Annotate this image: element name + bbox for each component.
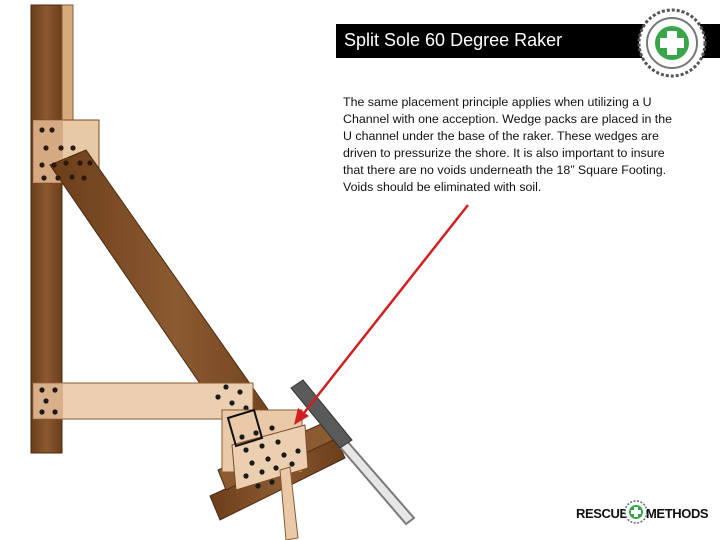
top-gusset-nails — [39, 127, 93, 181]
bottom-brace — [32, 382, 254, 420]
logo-left-word: RESCUE — [576, 506, 628, 521]
rescue-methods-logo: RESCUE METHODS — [576, 498, 709, 530]
logo-cross-icon — [624, 500, 648, 524]
wall-plate-light-edge — [61, 4, 74, 136]
logo-right-word: METHODS — [646, 506, 709, 521]
slide-title: Split Sole 60 Degree Raker — [344, 30, 563, 50]
body-text: The same placement principle applies whe… — [343, 94, 683, 196]
body-paragraph: The same placement principle applies whe… — [343, 95, 673, 194]
u-channel — [226, 408, 264, 448]
wall-plate — [30, 4, 63, 454]
sole-nails — [239, 425, 301, 489]
support-leg — [279, 466, 299, 540]
arrow-icon — [294, 204, 469, 425]
badge-icon — [637, 8, 707, 78]
channel-top-bar — [290, 379, 353, 449]
steel-channel — [337, 439, 416, 526]
